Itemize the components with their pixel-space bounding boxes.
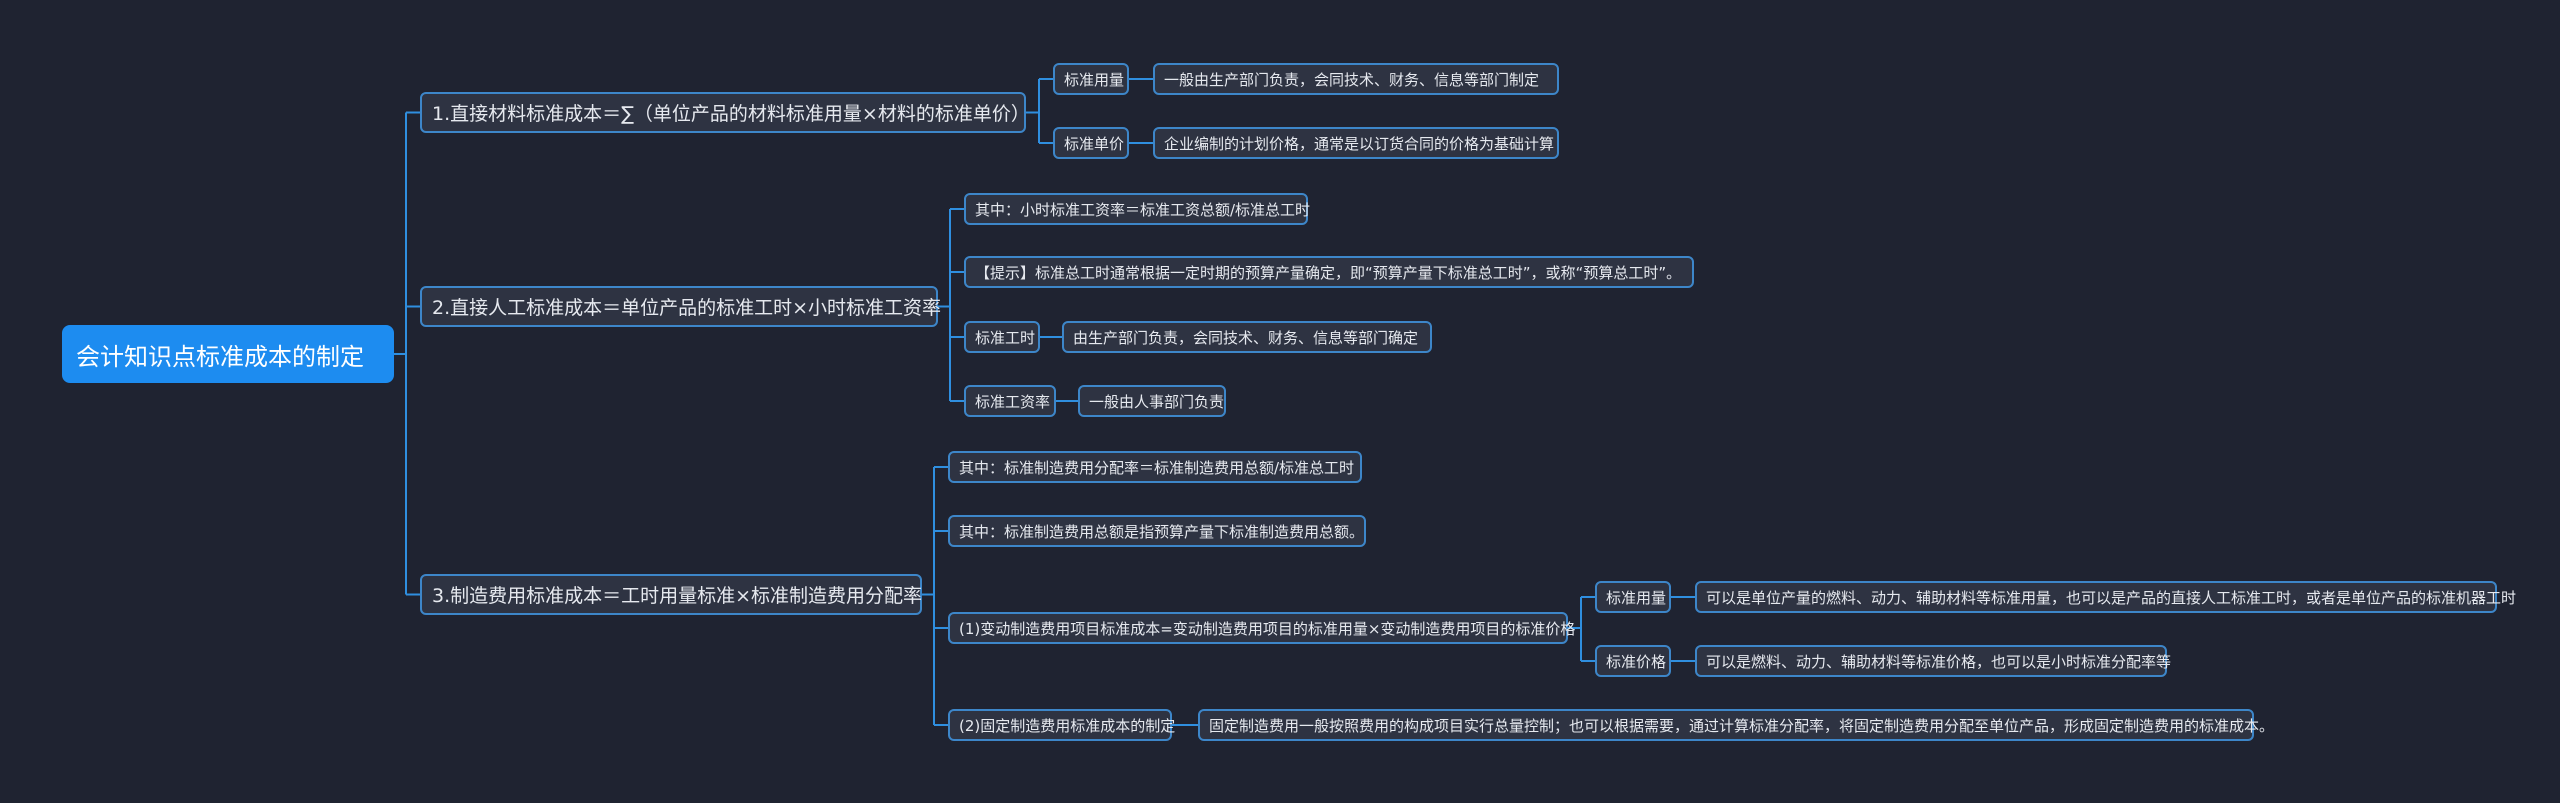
root-node[interactable]: 会计知识点标准成本的制定 bbox=[62, 325, 394, 383]
node-variable-standard-price-detail[interactable]: 可以是燃料、动力、辅助材料等标准价格，也可以是小时标准分配率等 bbox=[1695, 645, 2171, 677]
node-labor-hint[interactable]: 【提示】标准总工时通常根据一定时期的预算产量确定，即“预算产量下标准总工时”，或… bbox=[964, 256, 1694, 288]
node-overhead-rate-formula[interactable]: 其中：标准制造费用分配率＝标准制造费用总额/标准总工时 bbox=[948, 451, 1362, 483]
node-labor-hourly-rate-formula[interactable]: 其中：小时标准工资率＝标准工资总额/标准总工时 bbox=[964, 193, 1310, 225]
node-variable-standard-quantity[interactable]: 标准用量 bbox=[1595, 581, 1671, 613]
branch-direct-material[interactable]: 1.直接材料标准成本＝∑（单位产品的材料标准用量×材料的标准单价） bbox=[420, 92, 1030, 133]
node-material-standard-price[interactable]: 标准单价 bbox=[1053, 127, 1129, 159]
node-variable-standard-price[interactable]: 标准价格 bbox=[1595, 645, 1671, 677]
node-material-standard-price-detail[interactable]: 企业编制的计划价格，通常是以订货合同的价格为基础计算 bbox=[1153, 127, 1559, 159]
node-fixed-overhead-standard-cost-detail[interactable]: 固定制造费用一般按照费用的构成项目实行总量控制；也可以根据需要，通过计算标准分配… bbox=[1198, 709, 2274, 741]
node-variable-standard-quantity-detail[interactable]: 可以是单位产量的燃料、动力、辅助材料等标准用量，也可以是产品的直接人工标准工时，… bbox=[1695, 581, 2516, 613]
node-labor-standard-hours[interactable]: 标准工时 bbox=[964, 321, 1040, 353]
node-labor-standard-wage-rate[interactable]: 标准工资率 bbox=[964, 385, 1056, 417]
branch-manufacturing-overhead[interactable]: 3.制造费用标准成本＝工时用量标准×标准制造费用分配率 bbox=[420, 574, 922, 615]
branch-direct-labor[interactable]: 2.直接人工标准成本＝单位产品的标准工时×小时标准工资率 bbox=[420, 286, 941, 327]
node-overhead-total-note[interactable]: 其中：标准制造费用总额是指预算产量下标准制造费用总额。 bbox=[948, 515, 1366, 547]
node-labor-standard-wage-rate-detail[interactable]: 一般由人事部门负责 bbox=[1078, 385, 1226, 417]
node-fixed-overhead-standard-cost[interactable]: (2)固定制造费用标准成本的制定 bbox=[948, 709, 1175, 741]
node-labor-standard-hours-detail[interactable]: 由生产部门负责，会同技术、财务、信息等部门确定 bbox=[1062, 321, 1432, 353]
node-material-standard-quantity-detail[interactable]: 一般由生产部门负责，会同技术、财务、信息等部门制定 bbox=[1153, 63, 1559, 95]
node-variable-overhead-standard-cost[interactable]: (1)变动制造费用项目标准成本=变动制造费用项目的标准用量×变动制造费用项目的标… bbox=[948, 612, 1575, 644]
node-material-standard-quantity[interactable]: 标准用量 bbox=[1053, 63, 1129, 95]
